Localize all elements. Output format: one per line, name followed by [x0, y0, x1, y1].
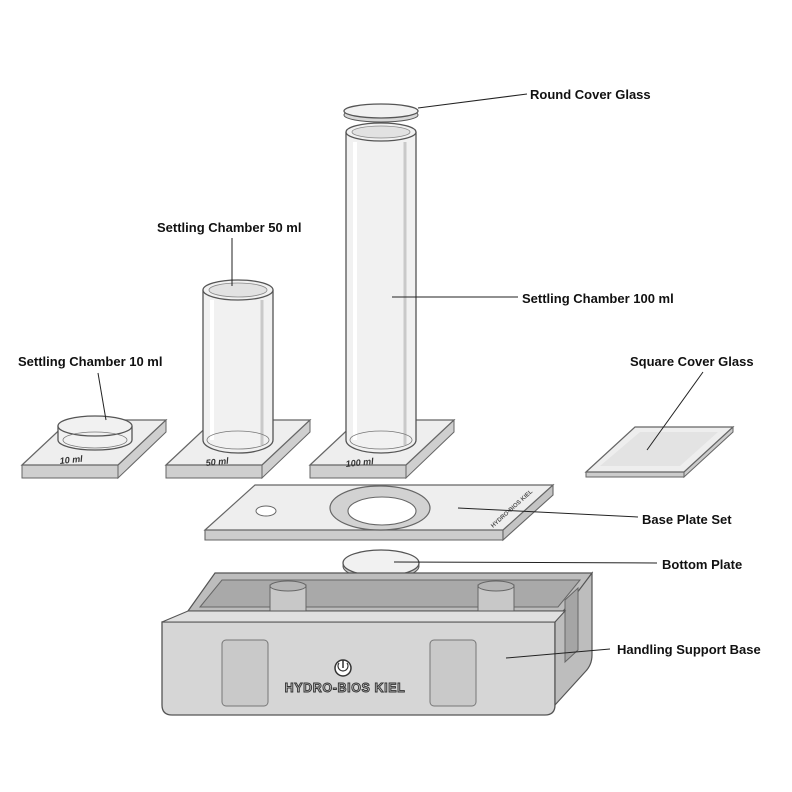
plate-10-mark: 10 ml [59, 454, 83, 466]
label-handling-support-base: Handling Support Base [617, 642, 761, 657]
label-square-cover-glass: Square Cover Glass [630, 354, 754, 369]
hydro-bios-logo-icon [334, 659, 352, 677]
settling-chamber-10 [57, 415, 133, 451]
settling-chamber-50 [202, 279, 274, 454]
leader-square-cover-glass [646, 371, 704, 451]
settling-chamber-100-assembly: 100 ml [308, 103, 456, 480]
label-settling-chamber-10: Settling Chamber 10 ml [18, 354, 162, 369]
settling-chamber-50-assembly: 50 ml [164, 279, 312, 480]
label-round-cover-glass: Round Cover Glass [530, 87, 651, 102]
leader-base-plate-set [457, 507, 639, 518]
plate-50-mark: 50 ml [205, 456, 229, 468]
handling-support-base: HYDRO-BIOS KIEL [161, 571, 594, 716]
round-cover-glass [343, 103, 419, 123]
label-base-plate-set: Base Plate Set [642, 512, 732, 527]
leader-bottom-plate [393, 561, 658, 564]
base-plate-set: HYDRO-BIOS KIEL [203, 483, 555, 542]
plate-10-front-edge [21, 464, 119, 479]
leader-settling-chamber-10 [97, 372, 107, 421]
base-brand-text: HYDRO-BIOS KIEL [285, 681, 406, 695]
label-settling-chamber-50: Settling Chamber 50 ml [157, 220, 301, 235]
square-cover-glass [584, 425, 735, 479]
settling-chamber-10-assembly: 10 ml [20, 415, 168, 480]
leader-round-cover-glass [417, 93, 528, 109]
leader-handling-support-base [505, 648, 611, 659]
settling-chamber-100 [345, 122, 417, 454]
label-settling-chamber-100: Settling Chamber 100 ml [522, 291, 674, 306]
label-bottom-plate: Bottom Plate [662, 557, 742, 572]
plate-100-mark: 100 ml [345, 456, 374, 469]
